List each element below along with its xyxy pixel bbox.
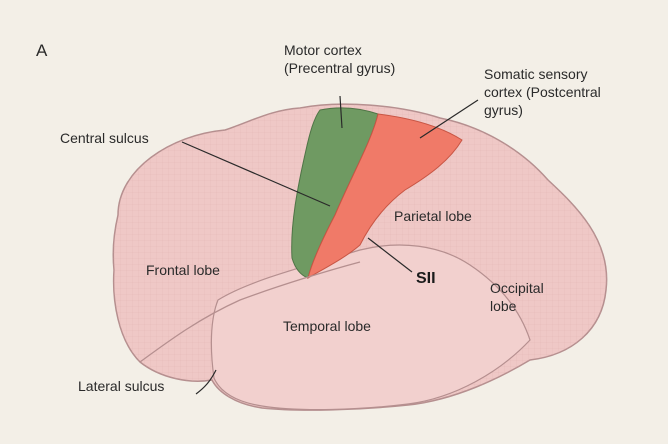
occipital-lobe-label-line2: lobe xyxy=(490,298,516,315)
somatic-sensory-label-line1: Somatic sensory xyxy=(484,66,587,83)
central-sulcus-label: Central sulcus xyxy=(60,130,149,147)
temporal-lobe-label: Temporal lobe xyxy=(283,318,371,335)
somatic-sensory-label-line2: cortex (Postcentral xyxy=(484,84,601,101)
frontal-lobe-label: Frontal lobe xyxy=(146,262,220,279)
motor-cortex-label-line1: Motor cortex xyxy=(284,42,362,59)
sii-label: SII xyxy=(416,270,436,287)
occipital-lobe-label-line1: Occipital xyxy=(490,280,544,297)
panel-letter: A xyxy=(36,42,47,59)
parietal-lobe-label: Parietal lobe xyxy=(394,208,472,225)
lateral-sulcus-label: Lateral sulcus xyxy=(78,378,164,395)
somatic-sensory-label-line3: gyrus) xyxy=(484,102,523,119)
motor-cortex-label-line2: (Precentral gyrus) xyxy=(284,60,395,77)
